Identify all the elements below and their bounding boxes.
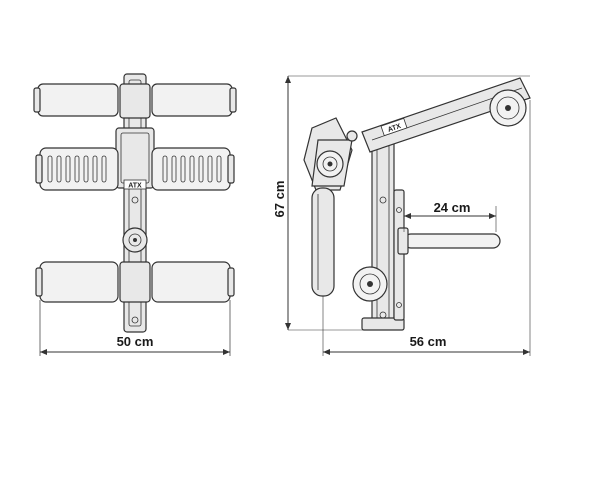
front-top-clamp — [119, 83, 151, 119]
side-angled-arm — [361, 77, 531, 153]
dimension-width-front — [39, 300, 231, 356]
dimension-height — [285, 75, 530, 331]
front-bolt — [131, 196, 139, 204]
side-hanging-tube — [311, 187, 335, 297]
dimension-depth — [322, 100, 531, 356]
side-back-plate — [393, 189, 405, 321]
side-logo-plate — [380, 117, 408, 137]
front-top-right-roller — [151, 83, 233, 117]
front-lower-clamp — [119, 261, 151, 303]
side-logo-text: ATX — [387, 123, 402, 134]
width-front-label: 50 cm — [117, 334, 154, 349]
front-bottom-right-roller — [151, 261, 231, 303]
front-middle-right-roller — [151, 147, 231, 191]
front-middle-block — [115, 127, 155, 189]
height-label: 67 cm — [272, 181, 287, 218]
arm-length-label: 24 cm — [434, 200, 471, 215]
front-logo-text: ATX — [128, 183, 142, 190]
front-top-left-roller — [37, 83, 119, 117]
side-horizontal-handle — [403, 233, 501, 249]
front-roller-ribs — [47, 155, 222, 183]
front-bottom-left-roller — [39, 261, 119, 303]
side-view: 67 cm ATX — [272, 75, 531, 356]
front-view: ATX — [33, 73, 237, 356]
depth-label: 56 cm — [410, 334, 447, 349]
side-lock-pin — [346, 130, 358, 142]
dimension-arm-length — [403, 206, 497, 232]
front-logo-plate — [123, 179, 147, 190]
front-bolt — [131, 316, 139, 324]
